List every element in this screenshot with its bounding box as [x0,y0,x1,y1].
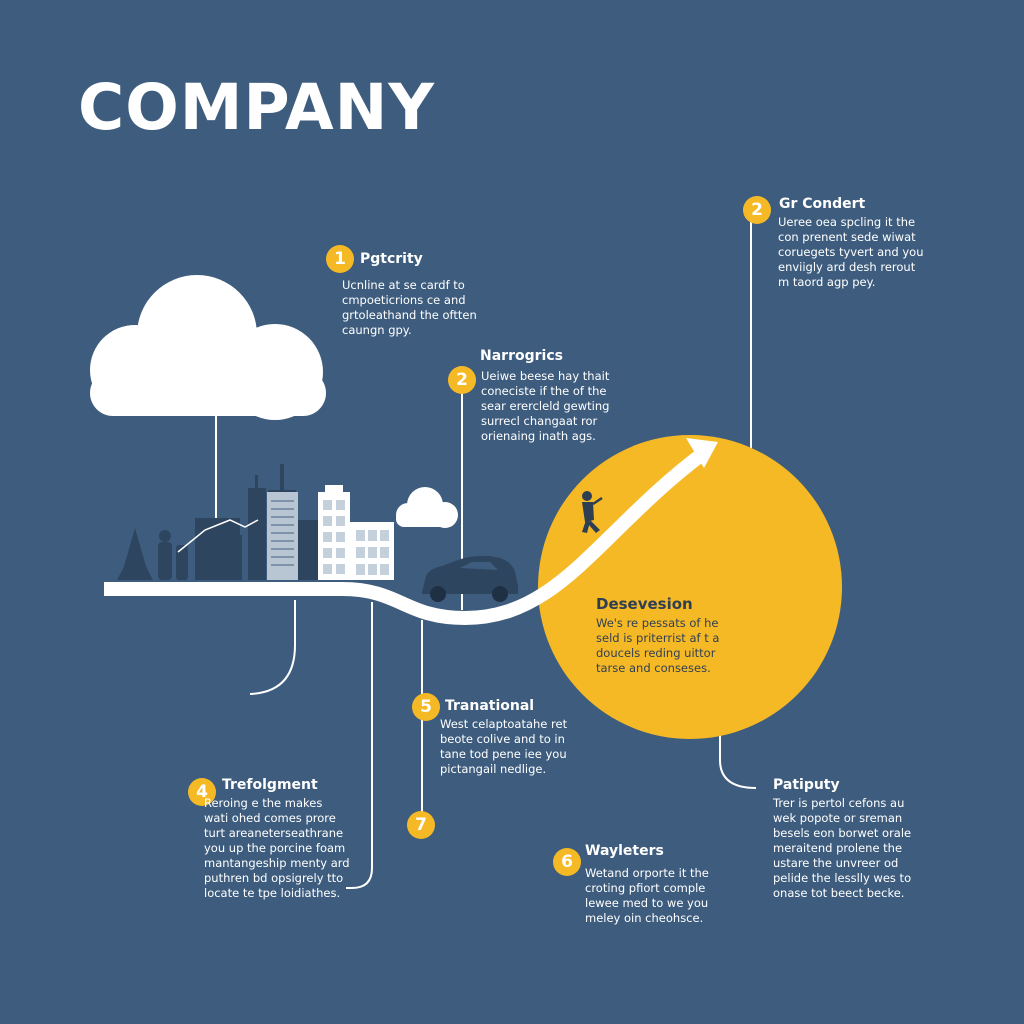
step-body: We's re pessats of he seld is priterrist… [596,616,720,675]
step-body: Ueree oea spcling it the con prenent sed… [778,215,924,289]
step-badge: 4 [188,778,216,806]
connector-left-hook [249,600,296,695]
road-path [104,446,710,625]
step-body: Reroing e the makes wati ohed comes pror… [204,796,350,900]
step-heading: Pgtcrity [360,251,423,267]
page-title: COMPANY [78,71,435,144]
step-badge: 2 [743,196,771,224]
small-cloud-icon [396,487,458,528]
step-heading: Trefolgment [222,777,318,793]
connector-item-4 [346,602,373,889]
person-icon [159,530,171,542]
step-badge: 2 [448,366,476,394]
city-skyline-icon [117,464,394,580]
connector-item-9 [719,732,757,789]
step-heading: Patiputy [773,777,840,793]
step-body: Ueiwe beese hay thait coneciste if the o… [481,369,610,443]
step-body: Wetand orporte it the croting pfiort com… [585,866,709,925]
step-badge: 6 [553,848,581,876]
step-badge: 5 [412,693,440,721]
arrow-up-right-icon [686,438,718,468]
cloud-icon [90,275,326,420]
step-body: West celaptoatahe ret beote colive and t… [440,717,568,776]
step-body: Ucnline at se cardf to cmpoeticrions ce … [342,278,477,337]
step-body: Trer is pertol cefons au wek popote or s… [773,796,912,900]
yellow-circle [538,435,842,739]
step-heading: Narrogrics [480,348,563,364]
climber-icon [582,491,603,533]
step-heading: Desevesion [596,595,693,613]
step-badge: 7 [407,811,435,839]
step-heading: Wayleters [585,843,664,859]
step-heading: Tranational [445,698,535,714]
step-heading: Gr Condert [779,196,866,212]
step-badge: 1 [326,245,354,273]
car-icon [422,555,518,602]
